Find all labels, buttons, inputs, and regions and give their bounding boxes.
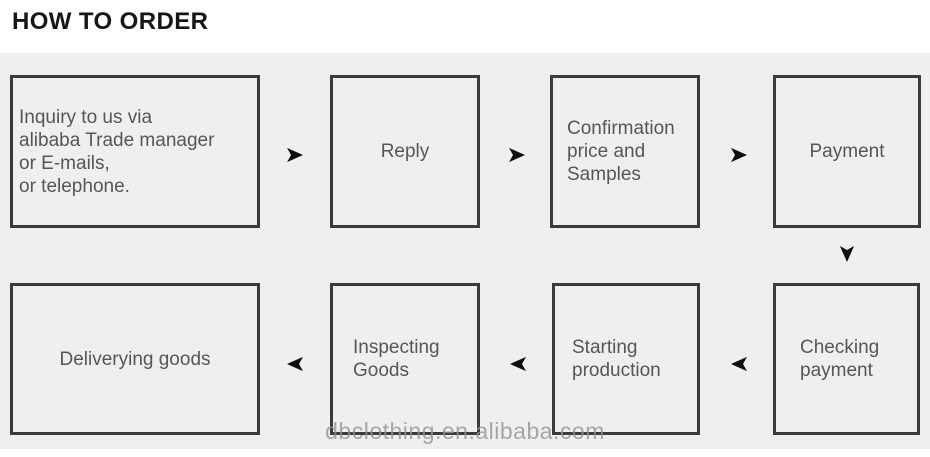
flow-step-confirmation: Confirmation price and Samples xyxy=(550,75,700,228)
flow-step-label: Reply xyxy=(380,141,430,162)
arrow-left-icon xyxy=(287,356,303,372)
arrow-right-icon xyxy=(287,147,303,163)
flow-step-label: Checking payment xyxy=(800,337,880,381)
page-title: HOW TO ORDER xyxy=(12,8,209,35)
arrow-right-icon xyxy=(731,147,747,163)
flow-step-label: Inquiry to us via alibaba Trade manager … xyxy=(19,106,215,197)
flow-step-payment: Payment xyxy=(773,75,921,228)
arrow-left-icon xyxy=(731,356,747,372)
flow-step-inspecting-goods: Inspecting Goods xyxy=(330,283,480,435)
watermark-text: dbclothing.en.alibaba.com xyxy=(325,418,605,444)
flow-step-label: Inspecting Goods xyxy=(353,337,440,381)
flow-step-label: Deliverying goods xyxy=(59,348,211,370)
arrow-left-icon xyxy=(510,356,526,372)
flow-step-delivering-goods: Deliverying goods xyxy=(10,283,260,435)
flow-step-starting-production: Starting production xyxy=(552,283,700,435)
arrow-down-icon xyxy=(839,246,855,262)
flow-step-label: Starting production xyxy=(572,337,661,381)
flow-step-inquiry: Inquiry to us via alibaba Trade manager … xyxy=(10,75,260,228)
flow-step-reply: Reply xyxy=(330,75,480,228)
flow-step-label: Confirmation price and Samples xyxy=(567,118,675,185)
arrow-right-icon xyxy=(509,147,525,163)
flow-step-label: Payment xyxy=(809,141,885,162)
flow-step-checking-payment: Checking payment xyxy=(773,283,920,435)
